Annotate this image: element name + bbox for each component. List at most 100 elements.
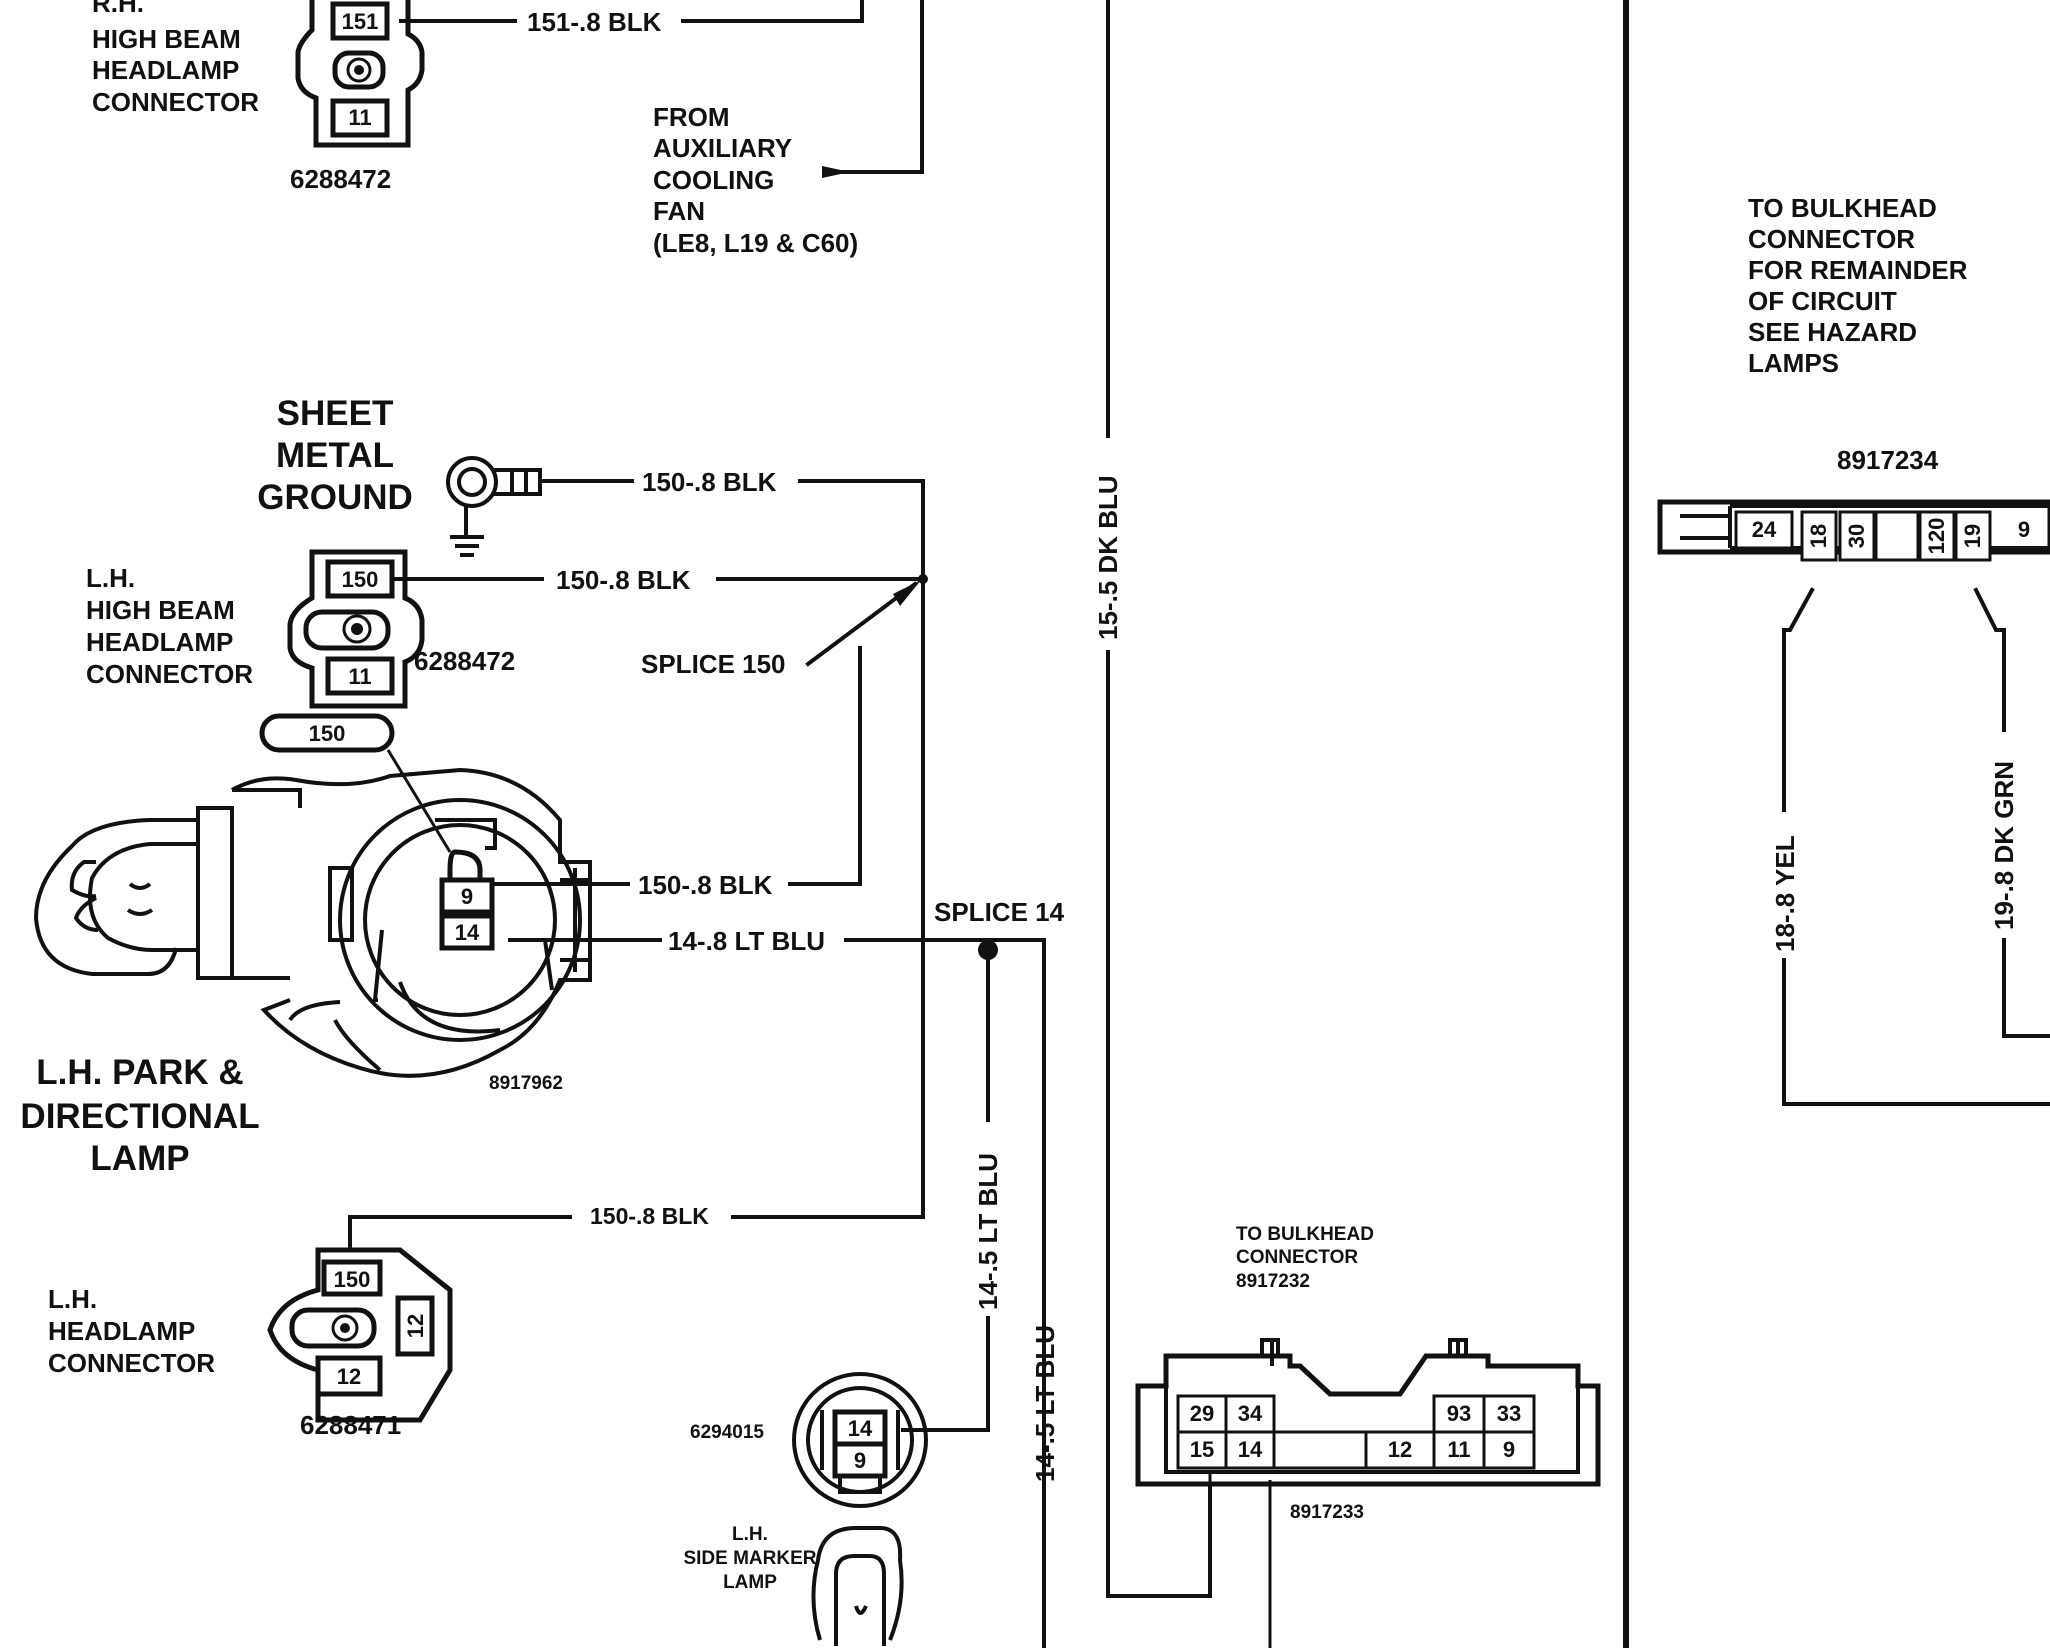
ground-line1: SHEET [277,394,394,433]
bulk-top-pin: 9 [2018,517,2030,542]
wire-ground-label: 150-.8 BLK [642,467,777,497]
bulk-bottom-pin: 29 [1190,1401,1214,1426]
wire-park-blue-label: 14-.8 LT BLU [668,926,825,956]
wire-aux-fan [836,0,924,174]
lhhl-pin-bottom: 12 [337,1364,361,1389]
park-lamp-tag: 150 [259,713,395,753]
lhhb-label-line1: L.H. [86,563,135,593]
bulk-top-pin: 18 [1806,524,1831,548]
bulk-bottom-pin: 9 [1503,1437,1515,1462]
aux-fan-line2: AUXILIARY [653,133,792,163]
rh-high-beam-connector: 151 11 [295,0,425,148]
bulk-bottom-line3: 8917232 [1236,1271,1310,1292]
hazard-line3: FOR REMAINDER [1748,255,1968,285]
hazard-line6: LAMPS [1748,348,1839,378]
ground-terminal [446,456,542,557]
side-marker-lamp [811,1526,904,1646]
aux-fan-line5: (LE8, L19 & C60) [653,228,858,258]
lhhl-pin-right: 12 [403,1314,428,1338]
aux-fan-line3: COOLING [653,165,774,195]
wire-park-black-label: 150-.8 BLK [638,870,773,900]
splice-14-label: SPLICE 14 [934,897,1065,927]
park-tag-leader [386,749,452,853]
lhhl-connector: 150 12 12 [267,1247,453,1423]
hazard-line5: SEE HAZARD [1748,317,1917,347]
side-part-number: 6294015 [690,1422,764,1443]
lhhl-label-line3: CONNECTOR [48,1348,215,1378]
wire-yel-label: 18-.8 YEL [1770,835,1800,952]
ground-line2: METAL [276,436,394,475]
rh-label-line4: CONNECTOR [92,87,259,117]
lhhb-pin-bottom: 11 [348,664,371,689]
lhhb-pin-top: 150 [342,567,379,592]
rh-label-line2: HIGH BEAM [92,24,241,54]
bulk-top-pin: 19 [1960,524,1985,548]
park-label-line3: LAMP [90,1139,189,1178]
lhhl-pin-top: 150 [334,1267,371,1292]
park-part-number: 8917962 [489,1073,563,1094]
wire-park-black-right [788,646,862,886]
park-pin-bottom: 14 [455,920,480,945]
aux-fan-line4: FAN [653,196,705,226]
wire-splice14-down-lower [901,1316,990,1432]
lhhb-label-line4: CONNECTOR [86,659,253,689]
rh-label-line3: HEADLAMP [92,55,239,85]
bulk-bottom-part-number: 8917233 [1290,1502,1364,1523]
bulk-top-pin: 24 [1752,517,1777,542]
lhhl-wire-label: 150-.8 BLK [590,1203,709,1229]
bulk-top-pin: 120 [1924,518,1949,555]
hazard-line4: OF CIRCUIT [1748,286,1897,316]
park-label-line2: DIRECTIONAL [20,1097,259,1136]
wire-lt-blu-a-label: 14-.5 LT BLU [973,1153,1003,1310]
hazard-line1: TO BULKHEAD [1748,193,1937,223]
side-marker-connector: 14 9 [792,1372,928,1508]
wire-151-right [681,0,864,23]
side-label-line2: SIDE MARKER [683,1548,816,1569]
wire-yel-upper [1782,587,1815,812]
splice-150-dot [918,574,928,584]
bulk-bottom-pin: 33 [1497,1401,1521,1426]
bulk-bottom-line2: CONNECTOR [1236,1247,1358,1268]
wire-lhhb-label: 150-.8 BLK [556,565,691,595]
ground-line3: GROUND [257,478,413,517]
wire-grn-lower [2002,938,2050,1038]
wire-dk-blu-lower [1106,650,1212,1598]
wire-grn-label: 19-.8 DK GRN [1989,761,2019,930]
bulk-bottom-pin: 34 [1238,1401,1263,1426]
wire-grn-upper [1973,587,2006,732]
bulk-bottom-pin: 15 [1190,1437,1214,1462]
park-pin-top: 9 [461,884,473,909]
splice-150-arrow [893,580,921,606]
bulk-top-part-number: 8917234 [1837,445,1939,475]
wire-yel-lower [1782,958,2050,1106]
bulk-bottom-pin: 12 [1388,1437,1412,1462]
wire-ground-trunk [798,479,925,1219]
side-pin-top: 14 [848,1416,873,1441]
bulk-bottom-pin: 93 [1447,1401,1471,1426]
splice-150-label: SPLICE 150 [641,649,786,679]
park-tag-text: 150 [309,721,346,746]
bulk-bottom-pin: 11 [1447,1437,1470,1462]
lhhb-label-line2: HIGH BEAM [86,595,235,625]
lhhl-label-line1: L.H. [48,1284,97,1314]
park-label-line1: L.H. PARK & [36,1053,243,1092]
park-lamp-body: 9 14 [33,767,592,1078]
bulk-top-pin: 30 [1844,524,1869,548]
lhhl-part-number: 6288471 [300,1410,401,1440]
bulk-bottom-pins: 29 34 93 33 15 14 12 11 9 [1176,1394,1536,1470]
wire-lt-blu-b-label: 14-.5 LT BLU [1030,1325,1060,1482]
wire-151-label: 151-.8 BLK [527,7,662,37]
lhhb-connector: 150 11 [287,549,425,709]
rh-pin-bottom: 11 [348,105,371,130]
wire-dk-blu-label: 15-.5 DK BLU [1093,475,1123,640]
rh-label-line1: R.H. [92,0,144,18]
aux-fan-arrow [822,166,850,178]
side-label-line3: LAMP [723,1572,777,1593]
bulk-bottom-line1: TO BULKHEAD [1236,1224,1374,1245]
lhhb-label-line3: HEADLAMP [86,627,233,657]
lhhb-part-number: 6288472 [414,646,515,676]
bulk-bottom-pin: 14 [1238,1437,1263,1462]
rh-part-number: 6288472 [290,164,391,194]
side-label-line1: L.H. [732,1524,768,1545]
